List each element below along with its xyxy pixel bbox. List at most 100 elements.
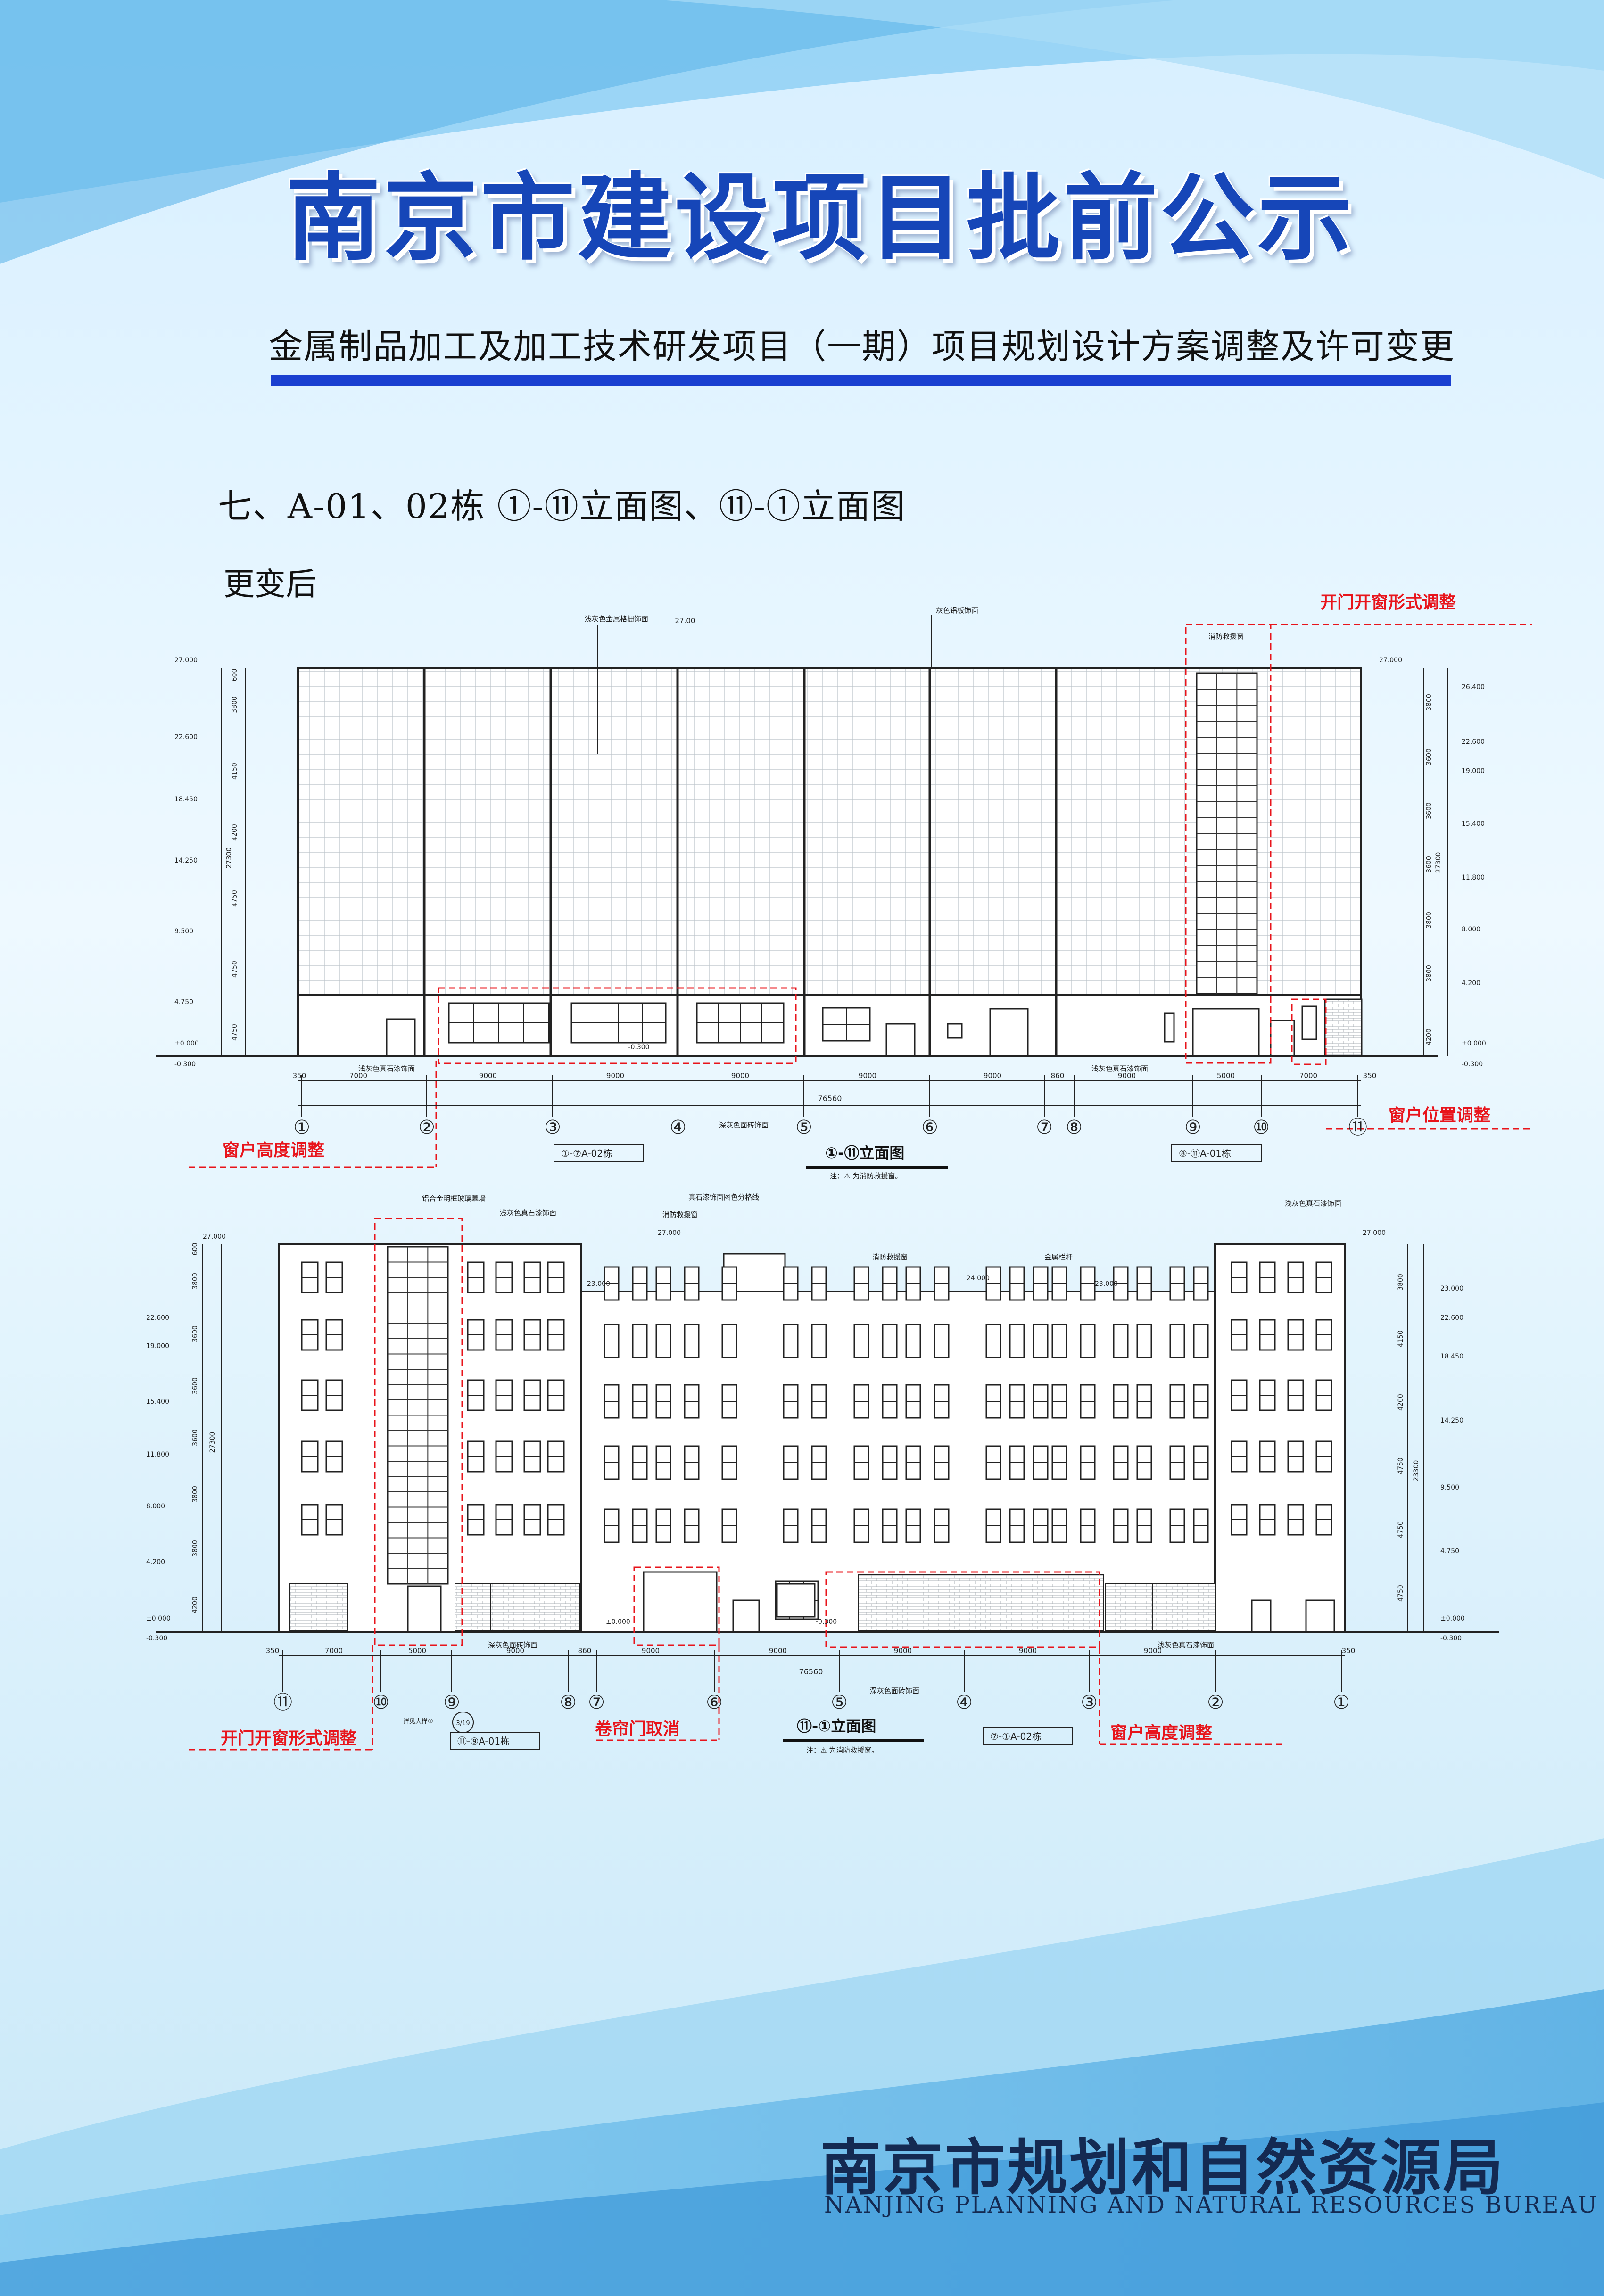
level-mark: 9.500 (1440, 1484, 1459, 1491)
window (1231, 1319, 1248, 1351)
window (905, 1384, 921, 1419)
window (783, 1266, 799, 1301)
level-mark: 15.400 (146, 1398, 169, 1406)
dim-label: 4750 (231, 961, 239, 978)
window (301, 1504, 319, 1536)
window (1080, 1266, 1096, 1301)
window (1080, 1384, 1096, 1419)
window (547, 1504, 565, 1536)
window (853, 1324, 869, 1358)
window (1315, 1504, 1332, 1536)
window (721, 1384, 737, 1419)
bay-dim: 7000 (1299, 1071, 1317, 1080)
window (523, 1440, 541, 1473)
axis-marker: ⑩ (372, 1650, 389, 1713)
bay-dim: 9000 (894, 1646, 912, 1655)
note-paint-grid-line: 真石漆饰面图色分格线 (688, 1193, 759, 1201)
window (1231, 1504, 1248, 1536)
dim-label: 4150 (1397, 1330, 1405, 1347)
window (632, 1445, 648, 1480)
axis-label: ⑧ (1066, 1117, 1083, 1138)
bay-dim: 9000 (479, 1071, 497, 1080)
axis-label: ⑦ (1036, 1117, 1053, 1138)
level-mark: 27.000 (203, 1233, 226, 1241)
window (1287, 1440, 1304, 1473)
window (1259, 1379, 1276, 1411)
window (721, 1508, 737, 1543)
axis-label: ⑥ (706, 1692, 723, 1713)
axis-marker: ⑥ (706, 1650, 723, 1713)
window (1136, 1508, 1152, 1543)
axis-label: ⑤ (795, 1117, 812, 1138)
window (1315, 1319, 1332, 1351)
window (1136, 1445, 1152, 1480)
bottom-elevation-caption: ⑪-①立面图 (797, 1717, 876, 1735)
window (985, 1508, 1001, 1543)
window (325, 1440, 343, 1473)
bay-dim: 9000 (506, 1646, 524, 1655)
window (934, 1384, 950, 1419)
window (934, 1508, 950, 1543)
axis-label: ⑪ (273, 1692, 292, 1713)
level-mark: 23.000 (1440, 1285, 1463, 1292)
window (1113, 1384, 1129, 1419)
level-mark: ±0.000 (1462, 1040, 1486, 1047)
level-mark: 22.600 (146, 1314, 169, 1322)
bay-dim: 9000 (731, 1071, 749, 1080)
window (604, 1384, 620, 1419)
window (811, 1266, 827, 1301)
window (1259, 1440, 1276, 1473)
dim-label: 4750 (1397, 1521, 1405, 1538)
axis-label: ① (1333, 1692, 1350, 1713)
bottom-tag-a01: ⑪-⑨A-01栋 (457, 1736, 510, 1747)
elevation-top: 27.00022.60018.45014.2509.5004.750±0.000… (156, 593, 1532, 1180)
dim-label: 3600 (191, 1325, 199, 1342)
project-subtitle: 金属制品加工及加工技术研发项目（一期）项目规划设计方案调整及许可变更 (269, 327, 1455, 366)
note-rescue-window-a: 消防救援窗 (662, 1210, 698, 1219)
window (696, 1002, 785, 1044)
window (467, 1261, 485, 1293)
axis-marker: ④ (956, 1650, 973, 1713)
level-mark: 8.000 (146, 1503, 165, 1510)
window (1033, 1445, 1049, 1480)
note-metal-grille: 浅灰色金属格栅饰面 (585, 615, 648, 623)
axis-label: ④ (670, 1117, 686, 1138)
window (467, 1440, 485, 1473)
window (1033, 1324, 1049, 1358)
poster-title: 南京市建设项目批前公示 (286, 163, 1355, 273)
window (655, 1384, 671, 1419)
level-mark: 4.200 (1462, 979, 1480, 987)
window (934, 1445, 950, 1480)
axis-marker: ⑨ (443, 1650, 460, 1713)
level-mark: -0.300 (1440, 1635, 1462, 1642)
axis-label: ⑧ (560, 1692, 577, 1713)
window (721, 1445, 737, 1480)
level-mark: -0.300 (146, 1635, 167, 1642)
window (495, 1440, 513, 1473)
window (655, 1508, 671, 1543)
bottom-mid-level-d: 23.000 (1095, 1280, 1118, 1288)
window (1169, 1508, 1185, 1543)
window (325, 1504, 343, 1536)
level-mark: 22.600 (174, 733, 198, 741)
bottom-mid-level-c: 24.000 (967, 1275, 990, 1282)
window (632, 1324, 648, 1358)
top-tag-a01: ⑧-⑪A-01栋 (1179, 1148, 1231, 1159)
window (985, 1266, 1001, 1301)
axis-marker: ① (1333, 1650, 1350, 1713)
window (1009, 1324, 1025, 1358)
window (1080, 1445, 1096, 1480)
dim-label: 3600 (1425, 749, 1433, 765)
level-mark: 8.000 (1462, 926, 1480, 933)
window (1113, 1324, 1129, 1358)
note-stone-paint-b: 浅灰色真石漆饰面 (1285, 1199, 1341, 1208)
window (1113, 1266, 1129, 1301)
bottom-elevation-note: 注：⚠ 为消防救援窗。 (806, 1746, 878, 1754)
axis-label: ② (1207, 1692, 1224, 1713)
dim-label: 600 (191, 1243, 199, 1256)
window (547, 1440, 565, 1473)
window (905, 1266, 921, 1301)
window (882, 1324, 898, 1358)
window (811, 1508, 827, 1543)
